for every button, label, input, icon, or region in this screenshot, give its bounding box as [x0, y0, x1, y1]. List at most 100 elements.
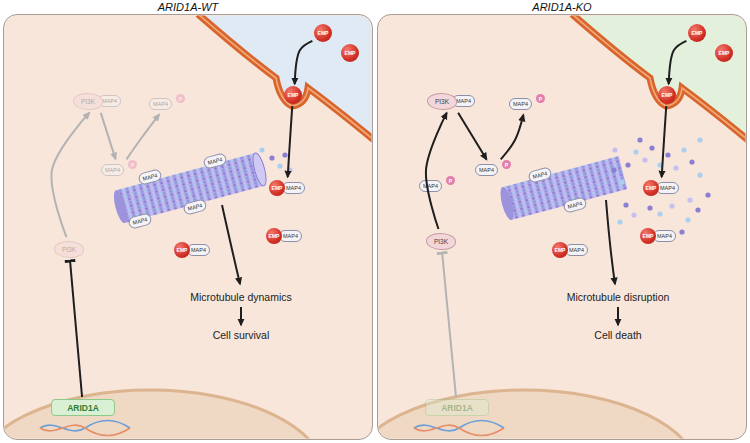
- pi3k-protein: PI3K: [421, 231, 461, 251]
- tubulin-dimer: [282, 152, 287, 157]
- tubulin-dimer: [657, 211, 662, 216]
- tubulin-dimer: [679, 229, 684, 234]
- phospho-map4: MAP4P: [509, 95, 545, 113]
- phospho-map4: MAP4 P: [419, 177, 455, 195]
- tubulin-dimer: [685, 217, 690, 222]
- map4-label: MAP4: [656, 182, 679, 194]
- tubulin-dimer: [689, 159, 694, 164]
- tubulin-dimer: [637, 137, 642, 142]
- map4-label: MAP4: [282, 182, 305, 194]
- dna-strand: [414, 425, 504, 435]
- arid1a-gene: ARID1A: [51, 399, 115, 416]
- pi3k-protein: PI3K: [49, 239, 89, 259]
- emp-map4-complex: EMPMAP4: [266, 179, 308, 197]
- emp-map4-complex: EMPMAP4: [637, 227, 679, 245]
- pi3k-label: PI3K: [73, 93, 103, 110]
- tubulin-dimer: [657, 162, 662, 167]
- tubulin-dimer: [612, 147, 617, 152]
- tubulin-dimer: [649, 145, 654, 150]
- tubulin-dimer: [669, 203, 674, 208]
- map4-label: MAP4: [101, 164, 124, 176]
- emp-particle: EMP: [715, 44, 733, 62]
- tubulin-dimer: [687, 197, 692, 202]
- map4-label: MAP4: [653, 230, 676, 242]
- ko-cell-art: [379, 16, 746, 439]
- tubulin-dimer: [287, 167, 292, 172]
- tubulin-dimer: [259, 147, 264, 152]
- phospho-label: P: [502, 160, 511, 169]
- tubulin-dimer: [269, 155, 274, 160]
- pi3k-map4-complex: PI3KMAP4: [421, 91, 481, 111]
- emp-label: EMP: [174, 242, 190, 258]
- tubulin-dimer: [625, 162, 630, 167]
- map4-label: MAP4: [565, 244, 588, 256]
- dna-strand: [414, 421, 504, 431]
- tubulin-dimer: [673, 165, 678, 170]
- tubulin-dimer: [695, 207, 700, 212]
- emp-particle: EMP: [688, 24, 706, 42]
- gene-label: ARID1A: [441, 403, 473, 413]
- wt-cell-art: [5, 16, 372, 439]
- emp-label: EMP: [269, 180, 285, 196]
- emp-label: EMP: [288, 92, 299, 98]
- emp-map4-complex: EMPMAP4: [640, 179, 682, 197]
- emp-label: EMP: [643, 180, 659, 196]
- emp-map4-complex: EMPMAP4: [549, 241, 591, 259]
- pi3k-map4-complex: PI3KMAP4: [67, 91, 127, 111]
- outcome-label: Cell death: [594, 329, 641, 341]
- tubulin-dimer: [631, 212, 636, 217]
- map4-label: MAP4: [475, 164, 498, 176]
- gene-label: ARID1A: [67, 403, 99, 413]
- outcome-label: Microtubule disruption: [567, 291, 670, 303]
- outcome-label: Microtubule dynamics: [190, 291, 292, 303]
- map4-label: MAP4: [187, 244, 210, 256]
- outcome-node: Microtubule dynamics: [171, 289, 311, 305]
- map4-label: MAP4: [419, 180, 442, 192]
- pi3k-label: PI3K: [54, 241, 84, 258]
- tubulin-dimer: [633, 149, 638, 154]
- tubulin-dimer: [665, 152, 670, 157]
- outcome-node: Microtubule disruption: [541, 289, 695, 305]
- map4-label: MAP4: [279, 230, 302, 242]
- arrow-connector: [669, 41, 687, 84]
- outcome-label: Cell survival: [213, 329, 270, 341]
- tubulin-dimer: [642, 157, 647, 162]
- arid1a-gene: ARID1A: [425, 399, 489, 416]
- pi3k-label: PI3K: [426, 233, 456, 250]
- phospho-map4: MAP4 P: [475, 161, 511, 179]
- emp-label: EMP: [640, 228, 656, 244]
- emp-particle: EMP: [284, 86, 302, 104]
- ko-membrane-nucleus: [379, 16, 746, 439]
- phospho-label: P: [128, 160, 137, 169]
- tubulin-dimer: [611, 167, 616, 172]
- emp-label: EMP: [552, 242, 568, 258]
- outcome-node: Cell death: [568, 327, 668, 343]
- emp-label: EMP: [719, 50, 730, 56]
- pi3k-label: PI3K: [427, 93, 457, 110]
- emp-label: EMP: [345, 50, 356, 56]
- emp-particle: EMP: [314, 24, 332, 42]
- phospho-label: P: [176, 94, 185, 103]
- emp-label: EMP: [662, 92, 673, 98]
- dna-strand: [40, 425, 130, 435]
- tubulin-dimer: [647, 205, 652, 210]
- tubulin-dimer: [681, 147, 686, 152]
- tubulin-dimer: [697, 137, 702, 142]
- tubulin-dimer: [705, 192, 710, 197]
- tubulin-dimer: [277, 163, 282, 168]
- emp-label: EMP: [318, 30, 329, 36]
- panel-heading: ARID1A-WT: [4, 1, 372, 13]
- map4-label: MAP4: [149, 98, 172, 110]
- phospho-map4: MAP4 P: [101, 161, 137, 179]
- arrow-connector: [295, 41, 313, 84]
- emp-label: EMP: [692, 30, 703, 36]
- emp-particle: EMP: [658, 86, 676, 104]
- phospho-label: P: [536, 94, 545, 103]
- phospho-label: P: [446, 176, 455, 185]
- emp-map4-complex: EMPMAP4: [171, 241, 213, 259]
- tubulin-dimer: [623, 202, 628, 207]
- emp-label: EMP: [266, 228, 282, 244]
- outcome-node: Cell survival: [191, 327, 291, 343]
